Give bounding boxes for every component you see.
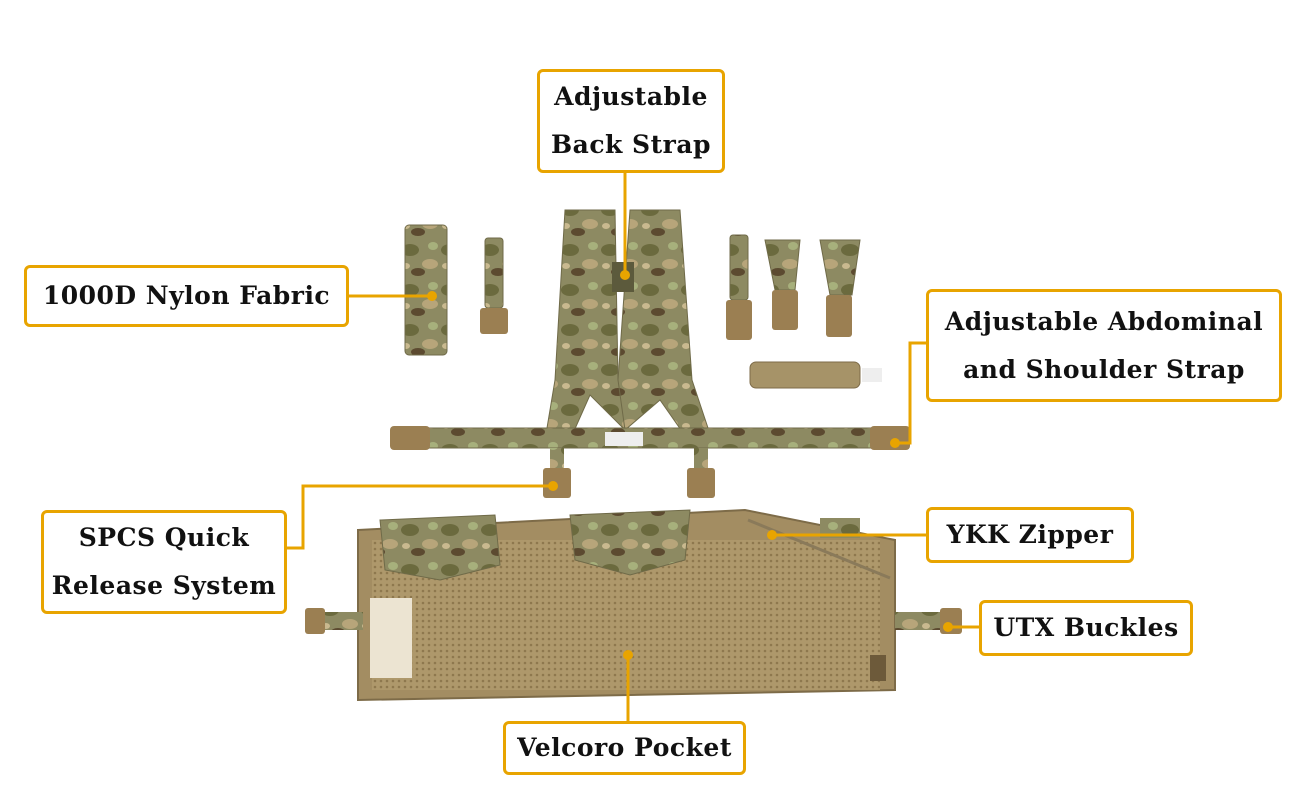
callout-spcs-line2: Release System	[51, 571, 277, 600]
leader-lines	[286, 172, 980, 722]
callout-velcro-pocket: Velcoro Pocket	[503, 721, 746, 775]
spcs-connectors	[543, 448, 715, 498]
callout-abdominal-shoulder-strap: Adjustable Abdominal and Shoulder Strap	[926, 289, 1282, 402]
callout-spcs-quick-release: SPCS Quick Release System	[41, 510, 287, 614]
callout-abdominal-line1: Adjustable Abdominal	[944, 306, 1264, 336]
loose-strap-right-2	[764, 239, 801, 330]
callout-back-strap: Adjustable Back Strap	[537, 69, 725, 173]
callout-back-strap-line2: Back Strap	[550, 130, 712, 159]
loose-strap-right-1	[726, 234, 752, 340]
callout-nylon-fabric-line1: 1000D Nylon Fabric	[42, 281, 331, 310]
callout-utx-line1: UTX Buckles	[993, 613, 1179, 642]
callout-velcro-line1: Velcoro Pocket	[517, 733, 732, 762]
callout-nylon-fabric: 1000D Nylon Fabric	[24, 265, 349, 327]
loose-strap-right-3	[819, 239, 861, 337]
callout-utx-buckles: UTX Buckles	[979, 600, 1193, 656]
h-harness	[544, 209, 713, 441]
loose-strap-wide	[404, 224, 448, 356]
leader-dots	[427, 270, 953, 660]
loose-strap-narrow	[480, 237, 508, 334]
callout-abdominal-line2: and Shoulder Strap	[963, 354, 1245, 384]
callout-back-strap-line1: Adjustable	[554, 82, 708, 111]
callout-ykk-line1: YKK Zipper	[946, 520, 1114, 549]
callout-ykk-zipper: YKK Zipper	[926, 507, 1134, 563]
chest-rig-body	[357, 508, 896, 702]
loop-tab	[749, 361, 882, 389]
waist-strap	[390, 426, 910, 450]
callout-spcs-line1: SPCS Quick	[78, 523, 250, 552]
